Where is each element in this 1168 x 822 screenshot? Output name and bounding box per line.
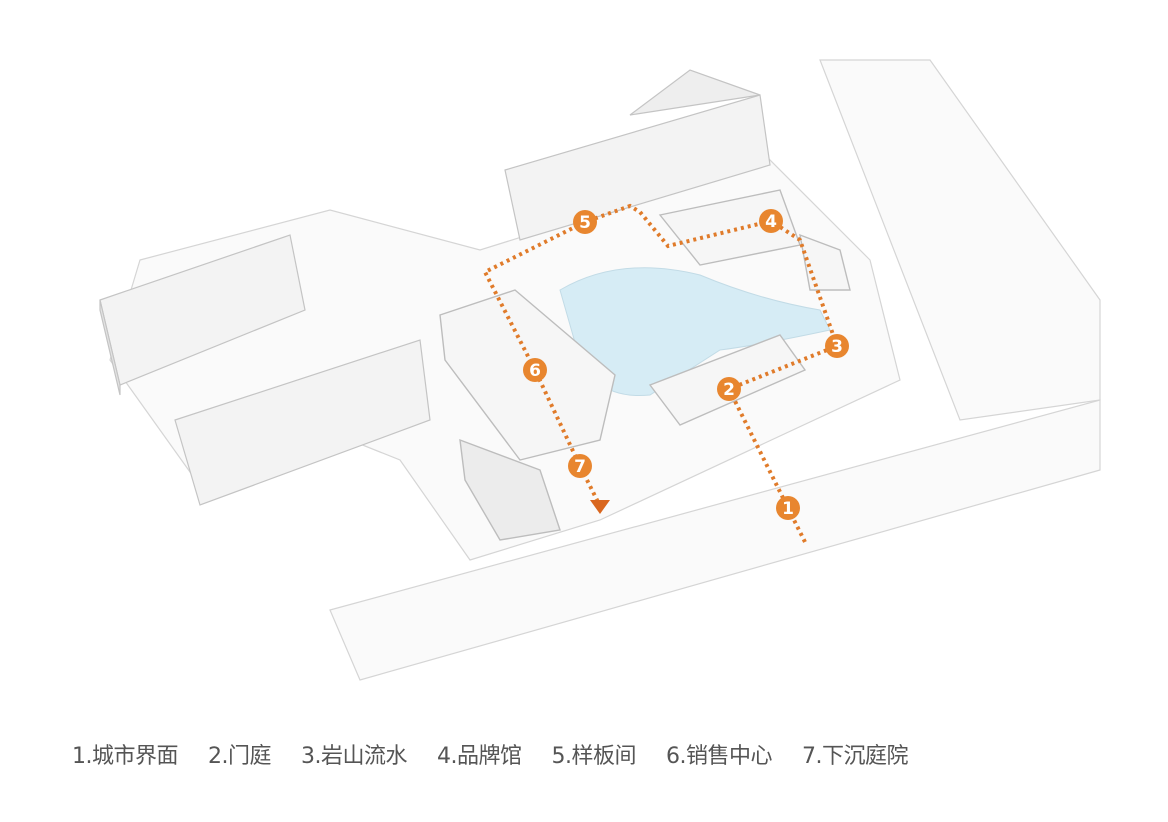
marker-7: 7 [568, 454, 592, 478]
route-markers: 1 2 3 4 5 6 7 [523, 209, 849, 520]
svg-text:6: 6 [529, 361, 541, 381]
legend-item: 2.门庭 [208, 744, 272, 769]
residential-buildings [99, 69, 771, 506]
svg-text:1: 1 [782, 499, 794, 519]
water-pond [559, 267, 831, 397]
svg-text:2: 2 [723, 380, 735, 400]
svg-text:3: 3 [831, 337, 843, 357]
route-end-arrow-icon [590, 500, 610, 514]
svg-text:4: 4 [765, 212, 777, 232]
marker-3: 3 [825, 334, 849, 358]
entrance-pavilion [648, 189, 851, 426]
marker-1: 1 [776, 496, 800, 520]
legend: 1.城市界面 2.门庭 3.岩山流水 4.品牌馆 5.样板间 6.销售中心 7.… [72, 738, 909, 770]
legend-item: 3.岩山流水 [301, 744, 408, 769]
marker-2: 2 [717, 377, 741, 401]
svg-text:7: 7 [574, 457, 586, 477]
marker-4: 4 [759, 209, 783, 233]
tour-route [482, 203, 840, 543]
legend-item: 1.城市界面 [72, 744, 179, 769]
legend-item: 7.下沉庭院 [802, 744, 909, 769]
svg-text:5: 5 [579, 213, 591, 233]
legend-item: 6.销售中心 [666, 744, 773, 769]
marker-5: 5 [573, 210, 597, 234]
marker-6: 6 [523, 358, 547, 382]
legend-item: 5.样板间 [551, 744, 637, 769]
legend-item: 4.品牌馆 [437, 744, 522, 769]
